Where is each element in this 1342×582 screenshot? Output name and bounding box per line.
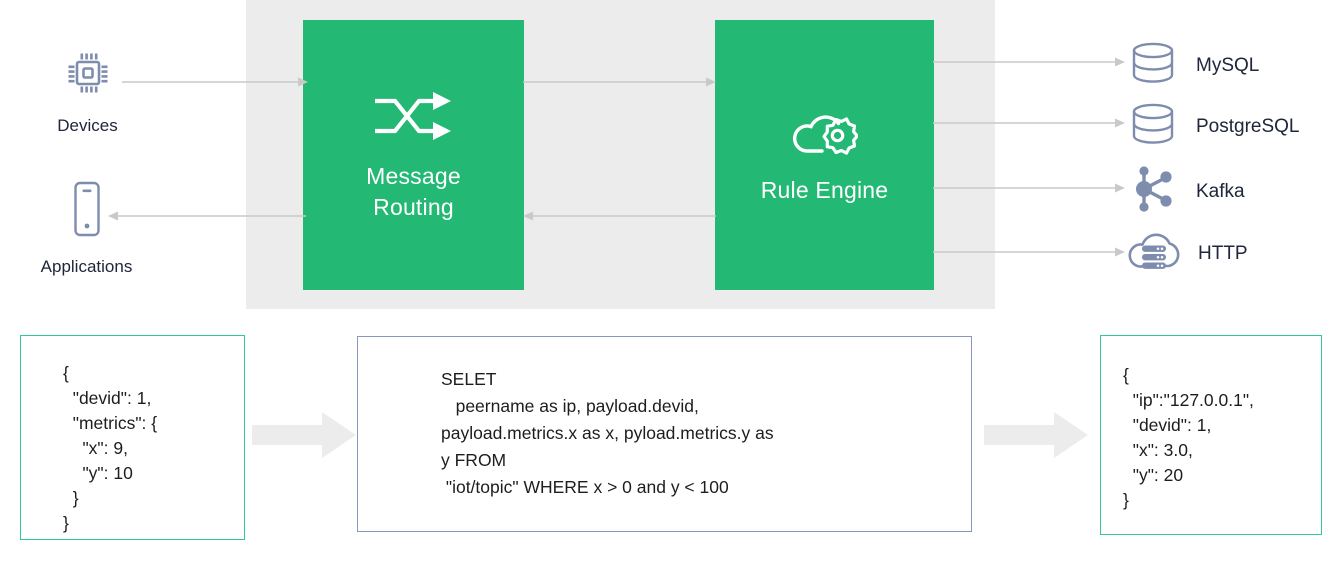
sql-rule-code: SELET peername as ip, payload.devid, pay…	[441, 369, 774, 497]
stage-box-rule-engine[interactable]: Rule Engine	[715, 20, 934, 290]
output-payload-code: { "ip":"127.0.0.1", "devid": 1, "x": 3.0…	[1123, 365, 1254, 510]
sink-node-http[interactable]: HTTP	[1128, 228, 1248, 279]
mobile-phone-icon	[66, 180, 108, 247]
stage-label-message-routing: Message Routing	[366, 161, 461, 223]
block-arrow-input-to-sql	[252, 412, 356, 458]
sql-rule-panel[interactable]: SELET peername as ip, payload.devid, pay…	[357, 336, 972, 532]
shuffle-routing-icon	[373, 87, 455, 147]
input-payload-panel[interactable]: { "devid": 1, "metrics": { "x": 9, "y": …	[20, 335, 245, 540]
sink-node-mysql[interactable]: MySQL	[1128, 40, 1259, 91]
sink-node-kafka[interactable]: Kafka	[1128, 164, 1245, 219]
sink-label-http: HTTP	[1198, 242, 1248, 264]
source-label-applications: Applications	[40, 257, 133, 276]
sink-label-postgresql: PostgreSQL	[1196, 115, 1300, 137]
database-cylinder-icon	[1128, 40, 1178, 91]
source-node-devices[interactable]: Devices	[30, 45, 145, 137]
chip-icon	[60, 45, 116, 106]
source-node-applications[interactable]: Applications	[25, 180, 148, 278]
sink-node-postgresql[interactable]: PostgreSQL	[1128, 101, 1300, 152]
input-payload-code: { "devid": 1, "metrics": { "x": 9, "y": …	[63, 363, 158, 533]
stage-label-rule-engine: Rule Engine	[761, 175, 889, 206]
block-arrow-sql-to-output	[984, 412, 1088, 458]
stage-label-line1: Message	[366, 163, 461, 189]
source-label-devices: Devices	[57, 116, 118, 135]
stage-box-message-routing[interactable]: Message Routing	[303, 20, 524, 290]
stage-label-line2: Routing	[373, 194, 454, 220]
cloud-gear-icon	[792, 105, 859, 161]
output-payload-panel[interactable]: { "ip":"127.0.0.1", "devid": 1, "x": 3.0…	[1100, 335, 1322, 535]
cloud-server-icon	[1128, 228, 1180, 279]
kafka-nodes-icon	[1128, 164, 1178, 219]
sink-label-mysql: MySQL	[1196, 54, 1260, 76]
stage-label-line1: Rule Engine	[760, 176, 889, 203]
sink-label-kafka: Kafka	[1196, 180, 1245, 202]
database-cylinder-icon	[1128, 101, 1178, 152]
